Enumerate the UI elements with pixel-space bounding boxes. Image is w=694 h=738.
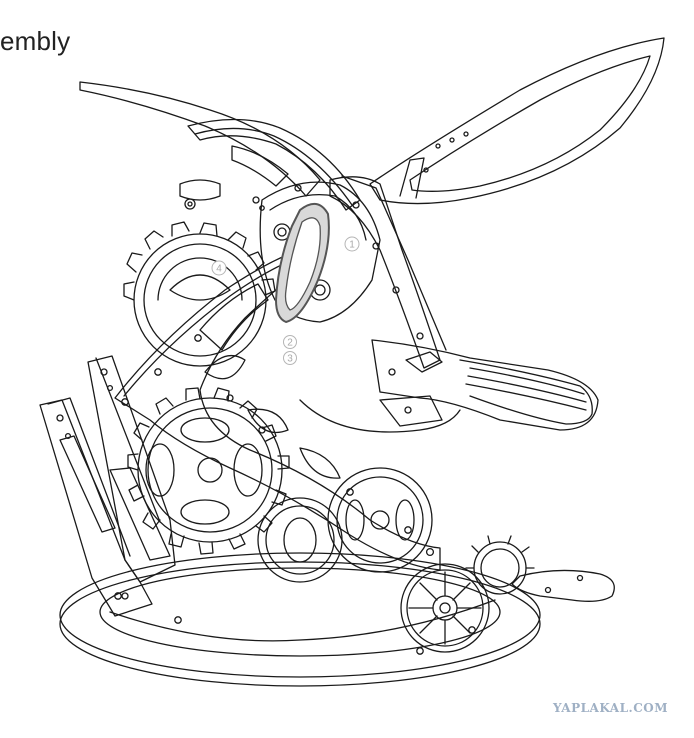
main-body-frame bbox=[114, 249, 441, 571]
right-paddle-arm bbox=[299, 339, 599, 433]
callout-numbers: 1 2 3 4 bbox=[216, 240, 355, 365]
front-spoked-wheel bbox=[400, 563, 490, 653]
callout-3: 3 bbox=[287, 354, 293, 365]
left-stand-frame bbox=[39, 355, 176, 617]
lower-gear-train bbox=[127, 387, 433, 583]
diagram-heading: embly bbox=[0, 26, 71, 56]
large-rear-gear bbox=[123, 221, 276, 367]
right-wing-fan bbox=[369, 37, 665, 205]
highlighted-link-loop bbox=[275, 203, 330, 323]
rear-small-gear bbox=[465, 535, 615, 602]
upper-curved-arm bbox=[79, 81, 361, 211]
watermark-text: YAPLAKAL.COM bbox=[552, 701, 668, 715]
callout-1: 1 bbox=[349, 240, 355, 251]
callout-4: 4 bbox=[216, 264, 222, 275]
oval-base bbox=[59, 552, 541, 687]
callout-markers bbox=[211, 236, 360, 365]
callout-2: 2 bbox=[287, 338, 293, 349]
